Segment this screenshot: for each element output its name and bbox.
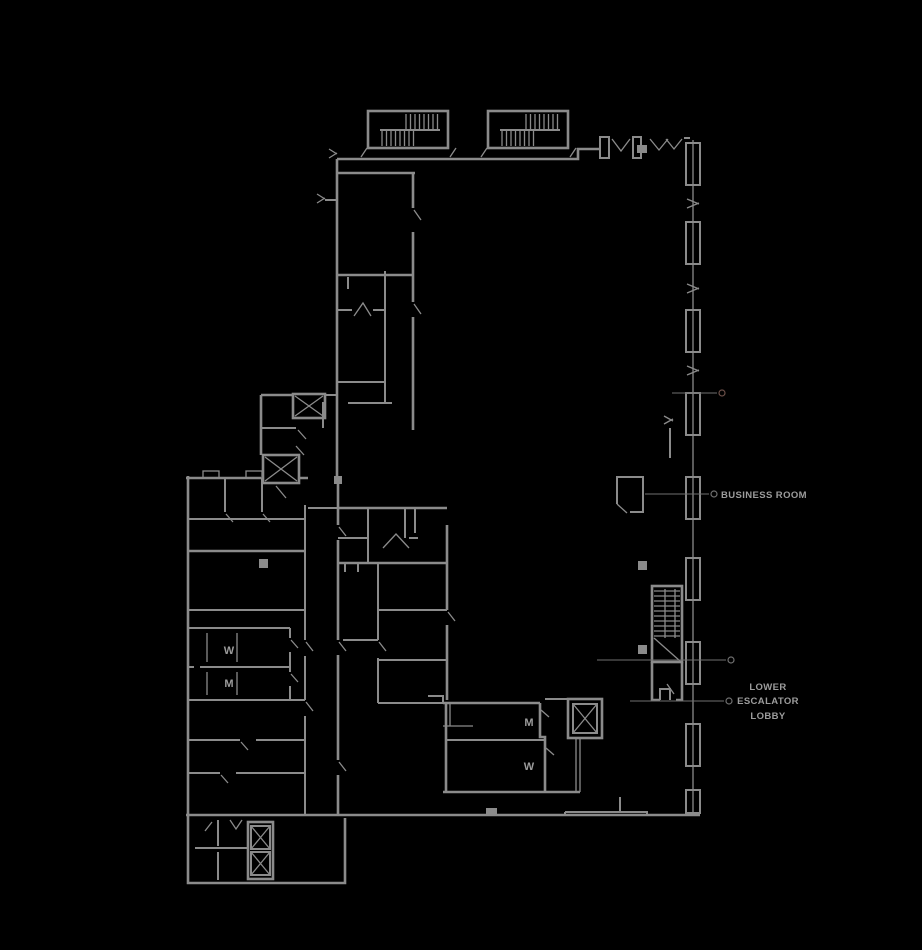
- door-swing: [611, 138, 631, 153]
- door-tick: [413, 209, 422, 315]
- door-tick: [240, 741, 249, 751]
- door-tick: [305, 641, 314, 712]
- door-tick: [338, 526, 347, 772]
- door-swing: [382, 533, 410, 549]
- door-tick: [480, 147, 577, 158]
- door-tick: [295, 445, 305, 456]
- label-lobby-line3: LOBBY: [750, 711, 786, 722]
- column: [259, 559, 268, 568]
- door-tick: [378, 641, 387, 652]
- text-labels: BUSINESS ROOM LOWER ESCALATOR LOBBY: [721, 490, 807, 722]
- door-tick: [360, 147, 457, 158]
- elevator-shaft: [291, 392, 327, 420]
- business-room: [616, 415, 674, 514]
- door-tick: [275, 485, 287, 499]
- corridor-walls: [304, 480, 347, 815]
- escalator-diagonal: [653, 637, 681, 662]
- center-elevator: [545, 697, 604, 793]
- column: [638, 645, 647, 654]
- door-tick: [290, 639, 299, 683]
- callout-dot-business-room: [710, 490, 718, 498]
- label-restroom-left-women: W: [224, 645, 235, 657]
- wall-break-mark: [328, 148, 338, 159]
- door-tick: [220, 774, 229, 784]
- column: [637, 145, 647, 153]
- label-business-room: BUSINESS ROOM: [721, 490, 807, 501]
- door-tick: [447, 611, 456, 622]
- stair-treads: [405, 114, 439, 129]
- door-tick: [540, 709, 555, 756]
- escalator: [638, 561, 684, 702]
- stair-treads: [501, 131, 535, 146]
- elevator-x: [250, 851, 271, 876]
- label-lobby-line1: LOWER: [749, 682, 786, 693]
- bottom-details: [486, 797, 648, 816]
- leader-lines: [597, 389, 735, 705]
- elevator-x: [294, 395, 324, 417]
- label-restroom-center-women: W: [524, 761, 535, 773]
- door-swing: [665, 138, 683, 151]
- label-lobby-line2: ESCALATOR: [737, 696, 799, 707]
- elevator-shaft: [261, 453, 301, 485]
- annex: [186, 815, 347, 885]
- stair-treads: [525, 114, 559, 129]
- door-swing: [353, 301, 372, 317]
- stair-treads: [381, 131, 415, 146]
- entry-doors: [599, 136, 690, 159]
- center-room-block: [338, 506, 456, 704]
- elevator-shaft: [246, 820, 275, 881]
- door-tick: [616, 503, 628, 514]
- stairwell-a: [360, 109, 457, 158]
- stall-partitions: [206, 633, 238, 662]
- wall-break-mark: [663, 415, 674, 425]
- right-pilaster-wall: [685, 140, 701, 814]
- door-swing: [229, 819, 243, 831]
- door-tick: [204, 821, 213, 832]
- elevator-x: [250, 825, 271, 850]
- wall-break-mark: [316, 193, 326, 204]
- elevator-shaft: [566, 697, 604, 740]
- column: [638, 561, 647, 570]
- tower-rooms: [316, 159, 422, 478]
- escalator-rails: [664, 589, 676, 638]
- outer-walls: [186, 147, 700, 817]
- callout-dot-upper: [718, 389, 726, 397]
- door-tick: [666, 683, 675, 695]
- elevator-x: [264, 456, 298, 482]
- wall-break-mark: [686, 198, 700, 209]
- label-restroom-center-men: M: [524, 717, 533, 729]
- left-room-block: W M: [188, 478, 305, 784]
- callout-dot-escalator: [727, 656, 735, 664]
- elevator-x: [572, 703, 598, 734]
- callout-dot-lobby: [725, 697, 733, 705]
- door-swing: [649, 138, 669, 152]
- stall-partitions: [206, 672, 238, 695]
- stairwell-b: [480, 109, 577, 158]
- door-tick: [297, 429, 307, 440]
- escalator-steps: [654, 590, 680, 637]
- center-restrooms: M W: [428, 695, 580, 794]
- wall-break-mark: [686, 283, 700, 294]
- door-tick: [225, 513, 271, 523]
- mid-left-block: [186, 392, 342, 509]
- wall-break-mark: [686, 365, 700, 376]
- column: [486, 808, 497, 816]
- label-restroom-left-men: M: [224, 678, 233, 690]
